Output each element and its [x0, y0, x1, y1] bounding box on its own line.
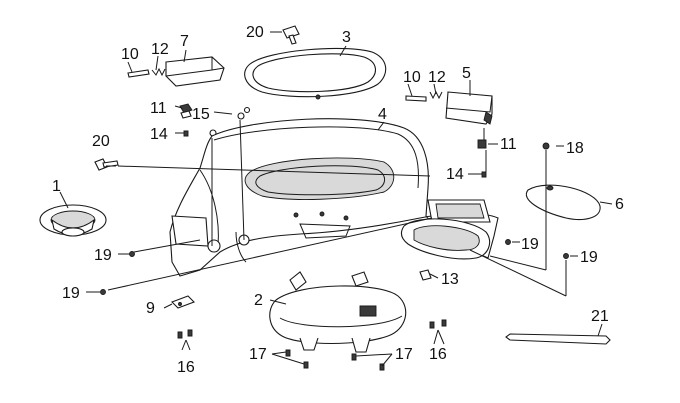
part-21-strip — [505, 333, 611, 345]
part-10-pin-left — [127, 69, 150, 78]
callout-10-left: 10 — [121, 46, 139, 63]
callout-14-right: 14 — [446, 166, 464, 183]
callout-17-left: 17 — [249, 346, 267, 363]
callout-13: 13 — [441, 271, 459, 288]
part-7-left-cover — [165, 56, 225, 87]
part-11-clip-right — [477, 139, 487, 149]
callout-6: 6 — [615, 196, 624, 213]
part-16-screws-left — [177, 329, 193, 339]
callout-9: 9 — [146, 300, 155, 317]
callout-18: 18 — [566, 140, 584, 157]
callout-2: 2 — [254, 292, 263, 309]
part-20-screw-top — [282, 25, 300, 45]
callout-12-left: 12 — [151, 41, 169, 58]
callout-3: 3 — [342, 29, 351, 46]
callout-17-right: 17 — [395, 346, 413, 363]
callout-16-right: 16 — [429, 346, 447, 363]
callout-15: 15 — [192, 106, 210, 123]
part-9-bracket — [171, 295, 195, 309]
callout-1: 1 — [52, 178, 61, 195]
part-6-oval-plate — [525, 184, 601, 221]
callout-7: 7 — [180, 33, 189, 50]
part-17-screws — [285, 349, 385, 371]
part-13-nut — [419, 269, 432, 281]
callout-14-left: 14 — [150, 126, 168, 143]
callout-21: 21 — [591, 308, 609, 325]
part-3-lens-frame — [244, 47, 387, 100]
callout-10-right: 10 — [403, 69, 421, 86]
callout-11-left: 11 — [150, 100, 167, 117]
callout-19-lower-left: 19 — [62, 285, 80, 302]
part-2-meter-case — [269, 271, 407, 353]
callout-12-right: 12 — [428, 69, 446, 86]
callout-5: 5 — [462, 65, 471, 82]
part-1-round-bezel — [39, 204, 107, 237]
part-10-pin-right — [405, 95, 427, 102]
callout-16-left: 16 — [177, 359, 195, 376]
part-18-screw — [542, 142, 550, 150]
part-14-screw-left — [183, 130, 189, 137]
callout-labels: 1 2 3 4 5 6 7 9 10 10 11 11 12 12 13 14 … — [52, 24, 624, 376]
callout-19-left: 19 — [94, 247, 112, 264]
part-4-front-cover — [169, 118, 499, 277]
leader-lines — [59, 31, 613, 367]
part-12-spring-left — [151, 67, 166, 77]
callout-19-far-right: 19 — [580, 249, 598, 266]
part-16-screws-right — [429, 319, 447, 329]
callout-4: 4 — [378, 106, 387, 123]
part-14-screw-right — [481, 171, 487, 178]
part-11-clip-left — [179, 103, 193, 119]
callout-20-left: 20 — [92, 133, 110, 150]
callout-20-top: 20 — [246, 24, 264, 41]
part-5-right-cover — [445, 91, 493, 125]
part-15-screws — [209, 106, 251, 137]
callout-19-right: 19 — [521, 236, 539, 253]
part-20-bolt-left — [94, 158, 119, 171]
callout-11-right: 11 — [500, 136, 517, 153]
